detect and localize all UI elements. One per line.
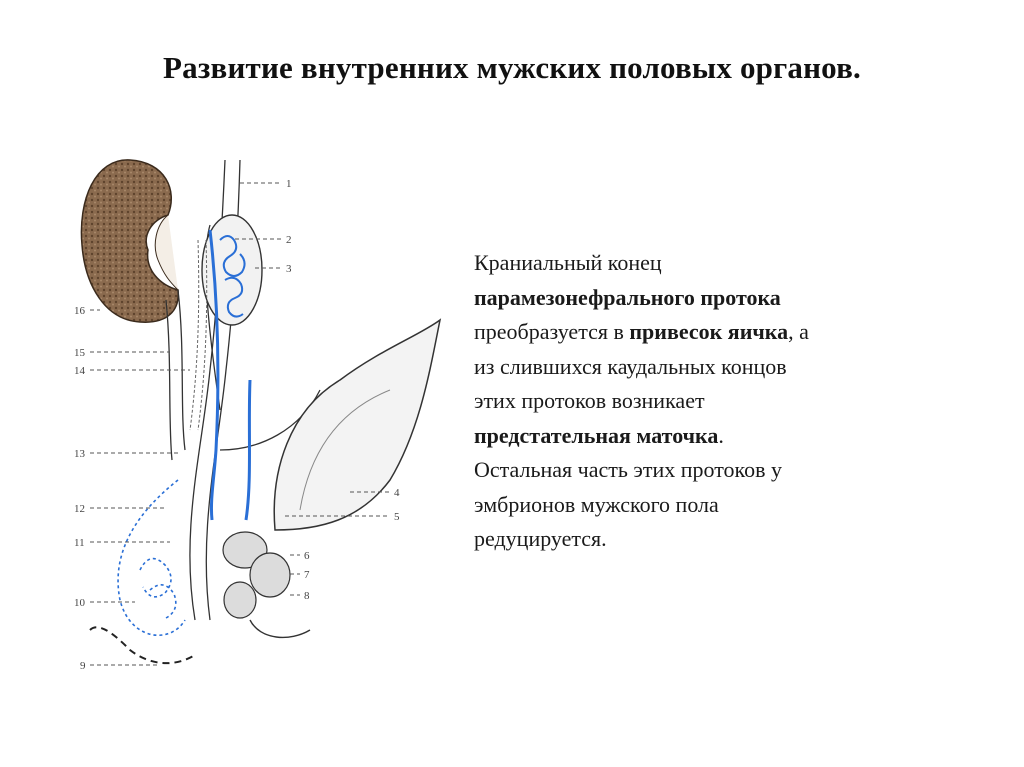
peritoneum-line (89, 626, 196, 665)
label-16: 16 (74, 305, 86, 317)
paramesonephric-duct (208, 229, 252, 521)
term-prostatic-utricle: предстательная маточка (474, 422, 719, 448)
term-paramesonephric-duct: парамезонефрального протока (474, 284, 781, 310)
text-line-9: редуцируется. (474, 526, 607, 551)
prostate-shape (222, 531, 291, 619)
text-line-7: Остальная часть этих протоков у (474, 457, 782, 482)
label-5: 5 (394, 511, 400, 523)
label-3: 3 (286, 263, 292, 275)
label-12: 12 (74, 503, 85, 515)
label-2: 2 (286, 234, 292, 246)
label-8: 8 (304, 590, 310, 602)
bladder-shape (273, 318, 442, 531)
text-line-6: предстательная маточка. (474, 422, 724, 448)
label-4: 4 (394, 487, 400, 499)
label-15: 15 (74, 347, 86, 359)
text-line-3: преобразуется в привесок яичка, а (474, 319, 809, 344)
label-6: 6 (304, 550, 310, 562)
testis-tubules (219, 235, 246, 318)
kidney-shape (80, 159, 179, 323)
label-1: 1 (286, 178, 292, 190)
anatomical-illustration: 1 2 3 4 5 6 7 8 9 10 11 12 13 14 15 16 (60, 150, 460, 690)
label-7: 7 (304, 569, 310, 581)
label-14: 14 (74, 365, 86, 377)
dotted-duct (117, 479, 186, 636)
label-13: 13 (74, 448, 86, 460)
text-line-1: Краниальный конец (474, 250, 662, 275)
text-line-5: этих протоков возникает (474, 388, 705, 413)
slide-title: Развитие внутренних мужских половых орга… (163, 50, 861, 85)
label-leaders (90, 182, 390, 666)
text-line-4: из слившихся каудальных концов (474, 353, 787, 379)
label-11: 11 (74, 537, 85, 549)
text-line-8: эмбрионов мужского пола (474, 491, 719, 517)
term-appendix-testis: привесок яичка (629, 319, 789, 344)
description-text: Краниальный конец парамезонефрального пр… (474, 246, 914, 557)
text-line-2: парамезонефрального протока (474, 281, 914, 316)
label-9: 9 (80, 660, 86, 672)
label-10: 10 (74, 597, 86, 609)
